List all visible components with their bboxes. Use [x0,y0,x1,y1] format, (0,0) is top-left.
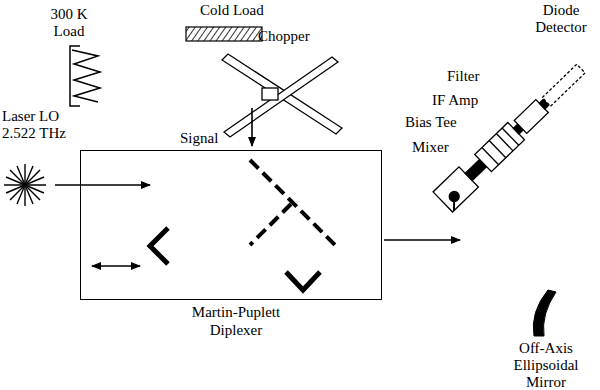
part-label: Signal [180,130,218,147]
laser-star [4,164,46,206]
ellipsoidal-mirror [533,290,556,336]
diplexer-box: Martin-Puplett Diplexer [80,150,382,300]
cold-load [186,27,262,41]
part-label: 300 K Load [38,6,100,40]
part-label: Diode Detector [526,2,596,36]
part-label: Cold Load [200,2,264,19]
output-arrow [384,239,460,241]
mixer-chain [433,59,591,213]
part-label: Filter [447,68,480,85]
signal-arrow [251,108,253,146]
hot-load [70,46,100,106]
part-label: Bias Tee [405,114,457,131]
lo-arrow [55,184,150,186]
part-label: Off-Axis Ellipsoidal Mirror [498,340,594,390]
diplexer-optics [92,160,336,290]
part-label: IF Amp [432,92,478,109]
part-label: Chopper [258,28,310,45]
part-label: Laser LO 2.522 THz [2,108,82,142]
chopper [222,54,342,137]
part-label: Mixer [412,139,449,156]
box-heading: Martin-Puplett Diplexer [176,303,296,339]
